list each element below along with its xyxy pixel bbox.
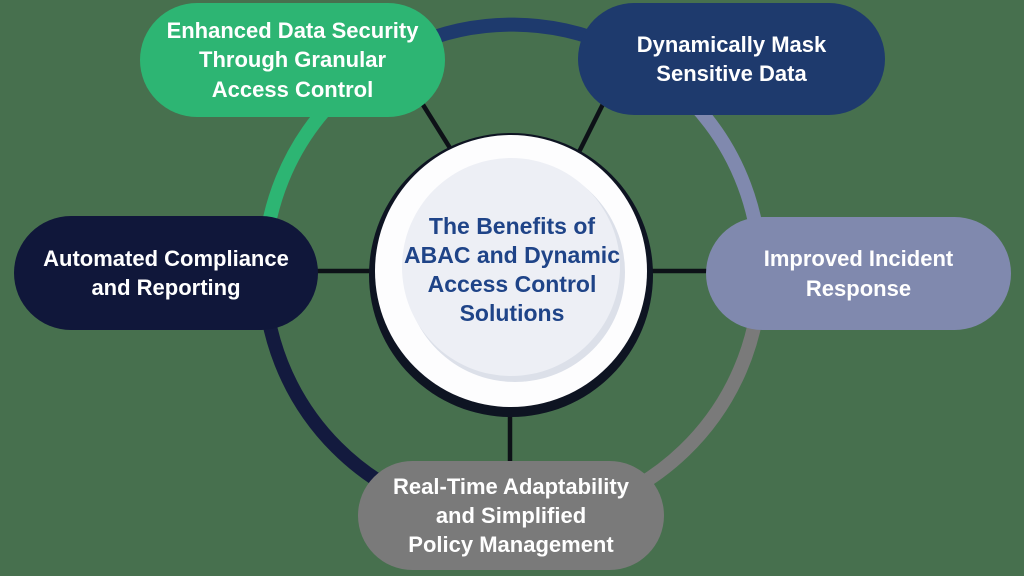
bubble-enhanced-data-security-label: Enhanced Data Security Through Granular … bbox=[166, 18, 419, 102]
bubble-improved-incident-label: Improved Incident Response bbox=[763, 246, 954, 301]
bubble-real-time-adaptability-label: Real-Time Adaptability and Simplified Po… bbox=[393, 473, 629, 558]
bubble-automated-compliance-label: Automated Compliance and Reporting bbox=[43, 245, 289, 300]
bubble-automated-compliance-and-reporting: Automated Compliance and Reporting bbox=[14, 216, 318, 330]
hub-inner-circle bbox=[402, 158, 620, 376]
bubble-real-time-adaptability: Real-Time Adaptability and Simplified Po… bbox=[358, 461, 664, 570]
bubble-dynamically-mask-sensitive-data: Dynamically Mask Sensitive Data bbox=[578, 3, 885, 115]
bubble-dynamically-mask-label: Dynamically Mask Sensitive Data bbox=[636, 31, 827, 86]
diagram-title: The Benefits of ABAC and Dynamic Access … bbox=[404, 213, 620, 326]
bubble-improved-incident-response: Improved Incident Response bbox=[706, 217, 1011, 330]
bubble-enhanced-data-security: Enhanced Data Security Through Granular … bbox=[140, 3, 445, 117]
